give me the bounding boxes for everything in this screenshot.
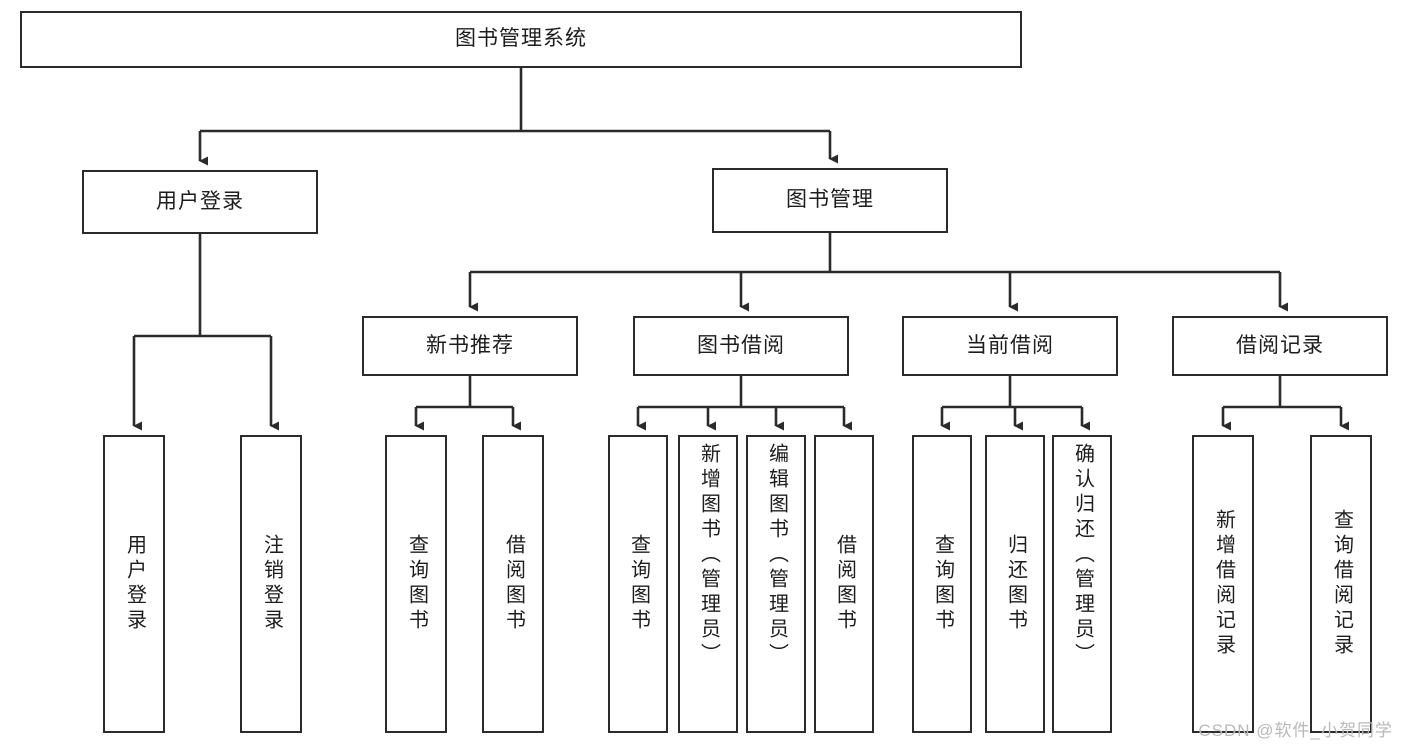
node-leaf-query-book-recommend[interactable]: 查询图书: [385, 435, 447, 733]
connector-userlogin-to-leaves: [132, 234, 279, 431]
node-borrow-record[interactable]: 借阅记录: [1172, 316, 1388, 376]
node-leaf-label: 归还图书: [1004, 534, 1027, 634]
connector-borrowrecord-to-leaves: [1221, 376, 1349, 431]
node-book-manage[interactable]: 图书管理: [712, 168, 948, 233]
node-borrow-record-label: 借阅记录: [1236, 333, 1324, 357]
node-book-borrow-label: 图书借阅: [697, 333, 785, 357]
watermark-credit: CSDN @软件_小贺同学: [1198, 721, 1393, 740]
node-leaf-label: 查询借阅记录: [1330, 509, 1353, 659]
node-leaf-logout[interactable]: 注销登录: [240, 435, 302, 733]
node-leaf-label: 新增图书（管理员）: [697, 443, 720, 668]
node-current-borrow[interactable]: 当前借阅: [902, 316, 1118, 376]
node-leaf-label: 查询图书: [405, 534, 428, 634]
node-leaf-label: 查询图书: [931, 534, 954, 634]
node-root-label: 图书管理系统: [455, 27, 587, 51]
node-leaf-add-book-admin[interactable]: 新增图书（管理员）: [678, 435, 738, 733]
node-leaf-borrow-book-recommend[interactable]: 借阅图书: [482, 435, 544, 733]
connector-bookborrow-to-leaves: [636, 376, 852, 431]
connector-currentborrow-to-leaves: [940, 376, 1090, 431]
node-leaf-label: 用户登录: [123, 534, 146, 634]
node-leaf-label: 借阅图书: [833, 534, 856, 634]
node-leaf-user-login[interactable]: 用户登录: [103, 435, 165, 733]
node-leaf-label: 借阅图书: [502, 534, 525, 634]
node-book-borrow[interactable]: 图书借阅: [633, 316, 849, 376]
node-leaf-label: 编辑图书（管理员）: [765, 443, 788, 668]
node-leaf-query-book-current[interactable]: 查询图书: [912, 435, 972, 733]
node-user-login-label: 用户登录: [156, 189, 244, 213]
node-root-system[interactable]: 图书管理系统: [20, 11, 1022, 68]
node-leaf-label: 确认归还（管理员）: [1071, 443, 1094, 668]
node-new-book-recommend[interactable]: 新书推荐: [362, 316, 578, 376]
connector-root-to-level2: [198, 68, 838, 166]
node-leaf-edit-book-admin[interactable]: 编辑图书（管理员）: [746, 435, 806, 733]
connector-newbook-to-leaves: [414, 376, 521, 431]
node-leaf-label: 查询图书: [627, 534, 650, 634]
node-leaf-borrow-book[interactable]: 借阅图书: [814, 435, 874, 733]
node-leaf-return-book[interactable]: 归还图书: [985, 435, 1045, 733]
node-user-login[interactable]: 用户登录: [82, 170, 318, 234]
node-leaf-query-borrow-record[interactable]: 查询借阅记录: [1310, 435, 1372, 733]
connector-bookmanage-to-level3: [468, 233, 1288, 312]
node-new-book-recommend-label: 新书推荐: [426, 333, 514, 357]
node-leaf-label: 新增借阅记录: [1212, 509, 1235, 659]
node-book-manage-label: 图书管理: [786, 188, 874, 212]
node-leaf-add-borrow-record[interactable]: 新增借阅记录: [1192, 435, 1254, 733]
node-leaf-confirm-return-admin[interactable]: 确认归还（管理员）: [1052, 435, 1112, 733]
node-leaf-label: 注销登录: [260, 534, 283, 634]
node-leaf-query-book-borrow[interactable]: 查询图书: [608, 435, 668, 733]
node-current-borrow-label: 当前借阅: [966, 333, 1054, 357]
